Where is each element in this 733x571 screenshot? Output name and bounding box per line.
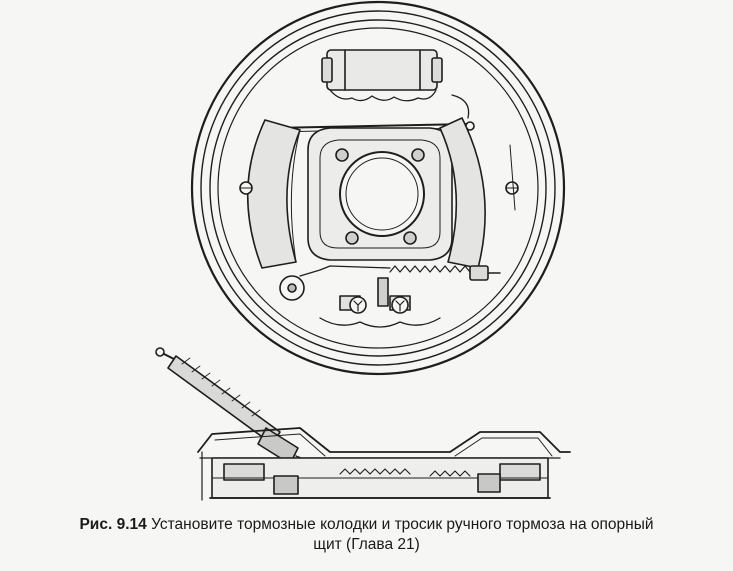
left-brake-shoe: [239, 119, 301, 269]
hub-flange: [307, 127, 453, 261]
figure-caption: Рис. 9.14 Установите тормозные колодки и…: [0, 515, 733, 555]
caption-text-line2: щит (Глава 21): [313, 536, 420, 553]
wheel-cylinder: [321, 49, 443, 102]
caption-text-line1: Установите тормозные колодки и тросик ру…: [151, 516, 654, 533]
backing-plate-side-view: [155, 347, 571, 501]
figure-number: Рис. 9.14: [79, 516, 147, 533]
bottom-anchor: [319, 277, 441, 328]
handbrake-cable: [155, 347, 361, 477]
brake-assembly-illustration: [155, 0, 571, 501]
backing-plate-top-view: [190, 0, 566, 376]
right-brake-shoe: [439, 94, 519, 269]
